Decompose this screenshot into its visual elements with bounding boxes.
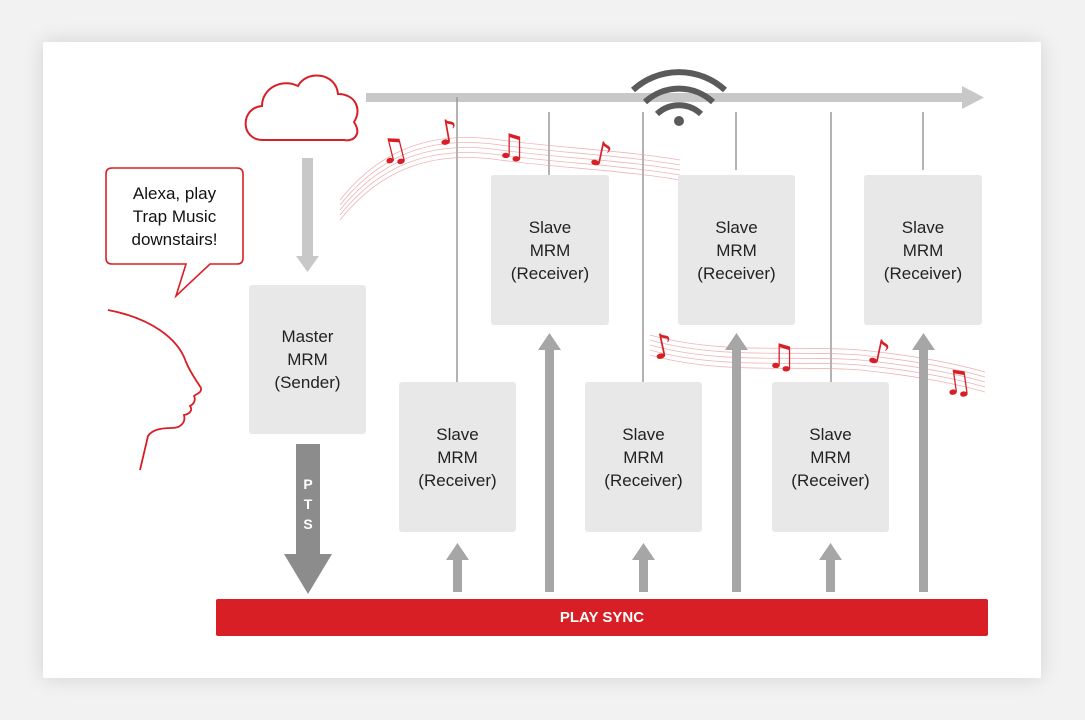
slave-1-line-1: Slave bbox=[436, 424, 479, 444]
master-line-2: MRM bbox=[287, 350, 328, 369]
music-note-icon-6: ♫ bbox=[766, 337, 797, 377]
slave-mrm-box-2: Slave MRM (Receiver) bbox=[491, 175, 609, 325]
small-up-arrows bbox=[446, 543, 842, 592]
play-sync-label: PLAY SYNC bbox=[559, 609, 645, 626]
slave-1-line-2: MRM bbox=[437, 447, 478, 467]
music-staff-waves bbox=[339, 137, 986, 393]
speech-line-3: downstairs! bbox=[131, 229, 218, 249]
slave-4-line-2: MRM bbox=[716, 240, 757, 260]
slave-5-line-2: MRM bbox=[810, 447, 851, 467]
pts-letter-t: T bbox=[303, 496, 313, 512]
slave-mrm-box-4: Slave MRM (Receiver) bbox=[678, 175, 795, 325]
slave-2-line-2: MRM bbox=[529, 240, 571, 260]
slave-5-line-1: Slave bbox=[809, 424, 852, 444]
master-line-3: (Sender) bbox=[274, 373, 341, 392]
tall-up-arrows bbox=[538, 333, 935, 592]
play-sync-bar: PLAY SYNC bbox=[216, 599, 988, 636]
slave-4-line-3: (Receiver) bbox=[697, 263, 776, 283]
slave-mrm-box-6: Slave MRM (Receiver) bbox=[864, 175, 982, 325]
pts-arrow bbox=[284, 444, 332, 594]
slave-1-line-3: (Receiver) bbox=[418, 470, 497, 490]
wifi-icon bbox=[630, 69, 728, 126]
slave-mrm-box-1: Slave MRM (Receiver) bbox=[399, 382, 516, 532]
pts-letter-p: P bbox=[303, 476, 313, 492]
slave-4-line-1: Slave bbox=[715, 217, 758, 237]
slave-2-line-3: (Receiver) bbox=[510, 263, 590, 283]
slave-mrm-box-5: Slave MRM (Receiver) bbox=[772, 382, 889, 532]
speech-line-1: Alexa, play bbox=[132, 183, 217, 203]
music-note-icon-3: ♫ bbox=[496, 127, 527, 167]
master-mrm-box: Master MRM (Sender) bbox=[249, 285, 366, 434]
slave-2-line-1: Slave bbox=[528, 217, 572, 237]
cloud-down-arrow bbox=[296, 158, 319, 272]
slave-6-line-1: Slave bbox=[901, 217, 945, 237]
timeline-arrow bbox=[366, 86, 984, 109]
speech-line-2: Trap Music bbox=[132, 206, 217, 226]
slave-6-line-3: (Receiver) bbox=[883, 263, 963, 283]
slave-3-line-2: MRM bbox=[623, 447, 664, 467]
cloud-icon bbox=[244, 74, 359, 142]
timing-lines bbox=[456, 97, 924, 382]
slave-5-line-3: (Receiver) bbox=[791, 470, 870, 490]
speech-bubble: Alexa, play Trap Music downstairs! bbox=[106, 168, 243, 264]
music-note-icon-8: ♫ bbox=[939, 361, 976, 405]
diagram-card bbox=[43, 42, 1041, 678]
pts-letter-s: S bbox=[303, 516, 313, 532]
slave-3-line-3: (Receiver) bbox=[604, 470, 683, 490]
pts-label: P T S bbox=[296, 474, 320, 534]
speech-bubble-shape bbox=[105, 167, 244, 299]
slave-3-line-1: Slave bbox=[622, 424, 665, 444]
slave-mrm-box-3: Slave MRM (Receiver) bbox=[585, 382, 702, 532]
slave-6-line-2: MRM bbox=[902, 240, 944, 260]
person-head-icon bbox=[107, 309, 202, 471]
master-line-1: Master bbox=[281, 327, 334, 346]
